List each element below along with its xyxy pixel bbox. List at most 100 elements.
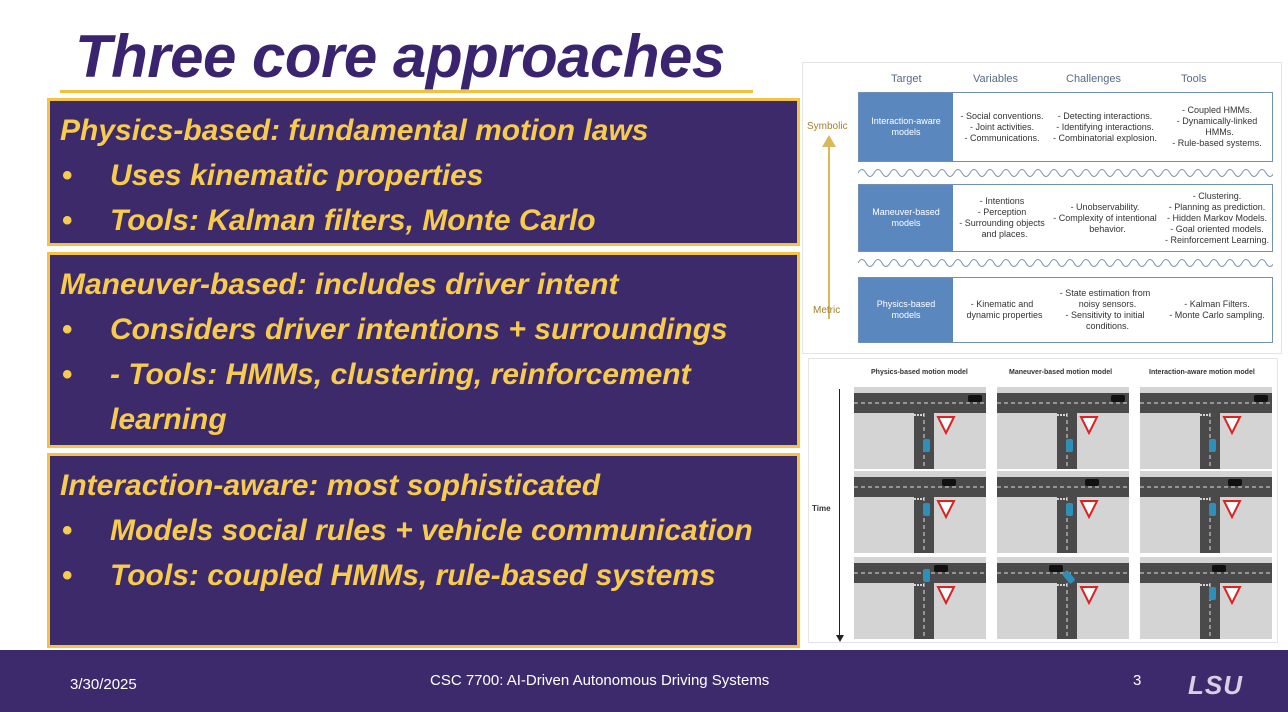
cell-line: - Joint activities. (969, 121, 1035, 132)
cell-line: - Intentions (979, 196, 1025, 206)
box-heading: Physics-based: fundamental motion laws (60, 114, 649, 147)
cell-line: dynamic properties (961, 310, 1043, 320)
bullet-dot: • (62, 358, 73, 391)
wavy-separator (858, 169, 1273, 177)
footer-bar: 3/30/2025 CSC 7700: AI-Driven Autonomous… (0, 650, 1288, 712)
cell-line: - Sensitivity to initial (1065, 310, 1145, 320)
intersection-scene (1140, 387, 1272, 469)
slide-title: Three core approaches (75, 23, 725, 90)
intersection-scene (997, 387, 1129, 469)
bullet-text: Models social rules + vehicle communicat… (110, 514, 753, 547)
cell-line: - Communications. (964, 132, 1040, 143)
table-row: Interaction-aware models - Social conven… (858, 92, 1273, 162)
cell-line: - Kalman Filters. (1184, 299, 1250, 309)
cell-line: - Planning as prediction. (1168, 201, 1266, 212)
cell-line: - Clustering. (1192, 190, 1242, 201)
bullet-item: • Uses kinematic properties (60, 153, 787, 198)
cell-line: - Rule-based systems. (1172, 138, 1262, 148)
bullet-item: • Models social rules + vehicle communica… (60, 508, 787, 553)
axis-label-metric: Metric (813, 305, 841, 316)
bullet-dot: • (62, 559, 73, 592)
cell-line: - Perception (977, 207, 1027, 217)
cell-line: - Surrounding objects (959, 218, 1045, 228)
column-header: Physics-based motion model (871, 369, 968, 376)
intersection-scene (854, 557, 986, 639)
intersection-scene (997, 557, 1129, 639)
challenges-cell: - Unobservability. - Complexity of inten… (1049, 185, 1161, 251)
bullet-text: - Tools: HMMs, clustering, reinforcement… (110, 358, 691, 436)
challenges-cell: - Detecting interactions. - Identifying … (1049, 93, 1161, 161)
cell-line: - Reinforcement Learning. (1164, 234, 1270, 245)
bullet-item: • Considers driver intentions + surroundi… (60, 307, 787, 352)
interaction-aware-box: Interaction-aware: most sophisticated • M… (47, 453, 800, 648)
bullet-text: Uses kinematic properties (110, 159, 484, 192)
model-cell: Physics-based models (859, 278, 953, 342)
motion-model-illustration: Physics-based motion model Maneuver-base… (808, 358, 1278, 643)
cell-line: noisy sensors. (1073, 299, 1137, 309)
cell-line: HMMs. (1200, 127, 1234, 137)
title-underline (60, 90, 753, 93)
tools-cell: - Coupled HMMs. - Dynamically-linked HMM… (1161, 93, 1273, 161)
maneuver-based-box: Maneuver-based: includes driver intent •… (47, 252, 800, 448)
column-header: Tools (1181, 73, 1207, 85)
variables-cell: - Social conventions. - Joint activities… (956, 93, 1048, 161)
table-row: Maneuver-based models - Intentions - Per… (858, 184, 1273, 252)
bullet-item: • - Tools: HMMs, clustering, reinforcemen… (60, 352, 787, 442)
box-heading: Interaction-aware: most sophisticated (60, 469, 601, 502)
time-axis-line (839, 389, 840, 637)
cell-line: - Goal oriented models. (1170, 223, 1264, 234)
cell-line: - Unobservability. (1070, 201, 1140, 212)
cell-line: - Complexity of intentional (1053, 212, 1157, 223)
physics-based-box: Physics-based: fundamental motion laws •… (47, 98, 800, 246)
tools-cell: - Kalman Filters. - Monte Carlo sampling… (1161, 278, 1273, 342)
cell-line: and places. (976, 229, 1028, 239)
down-arrow-icon (836, 635, 844, 642)
cell-line: - Monte Carlo sampling. (1169, 310, 1265, 320)
column-header: Variables (973, 73, 1019, 85)
model-cell: Maneuver-based models (859, 185, 953, 251)
bullet-dot: • (62, 313, 73, 346)
axis-label-symbolic: Symbolic (807, 121, 848, 132)
cell-line: - Detecting interactions. (1057, 110, 1153, 121)
bullet-dot: • (62, 204, 73, 237)
lsu-logo: LSU (1188, 670, 1243, 700)
intersection-scene (854, 387, 986, 469)
bullet-item: • Tools: coupled HMMs, rule-based systems (60, 553, 787, 598)
model-cell: Interaction-aware models (859, 93, 953, 161)
table-row: Physics-based models - Kinematic and dyn… (858, 277, 1273, 343)
tools-cell: - Clustering. - Planning as prediction. … (1161, 185, 1273, 251)
cell-line: - Social conventions. (960, 110, 1044, 121)
bullet-text: Tools: Kalman filters, Monte Carlo (110, 204, 596, 237)
approach-taxonomy-diagram: Target Variables Challenges Tools Symbol… (802, 62, 1282, 354)
cell-line: - State estimation from (1059, 288, 1151, 298)
cell-line: - Kinematic and (970, 299, 1034, 309)
bullet-text: Considers driver intentions + surroundin… (110, 313, 728, 346)
bullet-item: • Tools: Kalman filters, Monte Carlo (60, 198, 787, 243)
column-header: Maneuver-based motion model (1009, 369, 1113, 376)
cell-line: - Dynamically-linked (1176, 116, 1258, 126)
variables-cell: - Kinematic and dynamic properties (956, 278, 1048, 342)
bullet-dot: • (62, 159, 73, 192)
cell-line: - Combinatorial explosion. (1052, 132, 1158, 143)
variables-cell: - Intentions - Perception - Surrounding … (956, 185, 1048, 251)
cell-line: - Identifying interactions. (1056, 121, 1154, 132)
intersection-scene (997, 471, 1129, 553)
wavy-separator (858, 259, 1273, 267)
cell-line: - Hidden Markov Models. (1166, 212, 1268, 223)
challenges-cell: - State estimation from noisy sensors. -… (1049, 278, 1161, 342)
column-header: Challenges (1066, 73, 1122, 85)
footer-date: 3/30/2025 (70, 676, 137, 693)
column-header: Interaction-aware motion model (1149, 369, 1255, 376)
time-axis-label: Time (812, 504, 831, 513)
axis-line (828, 141, 830, 319)
footer-course: CSC 7700: AI-Driven Autonomous Driving S… (430, 672, 770, 689)
bullet-dot: • (62, 514, 73, 547)
column-header: Target (891, 73, 922, 85)
page-number: 3 (1133, 672, 1142, 689)
cell-line: behavior. (1084, 223, 1126, 234)
box-heading: Maneuver-based: includes driver intent (60, 268, 619, 301)
intersection-scene (1140, 471, 1272, 553)
cell-line: conditions. (1080, 321, 1130, 331)
intersection-scene (854, 471, 986, 553)
bullet-text: Tools: coupled HMMs, rule-based systems (110, 559, 716, 592)
